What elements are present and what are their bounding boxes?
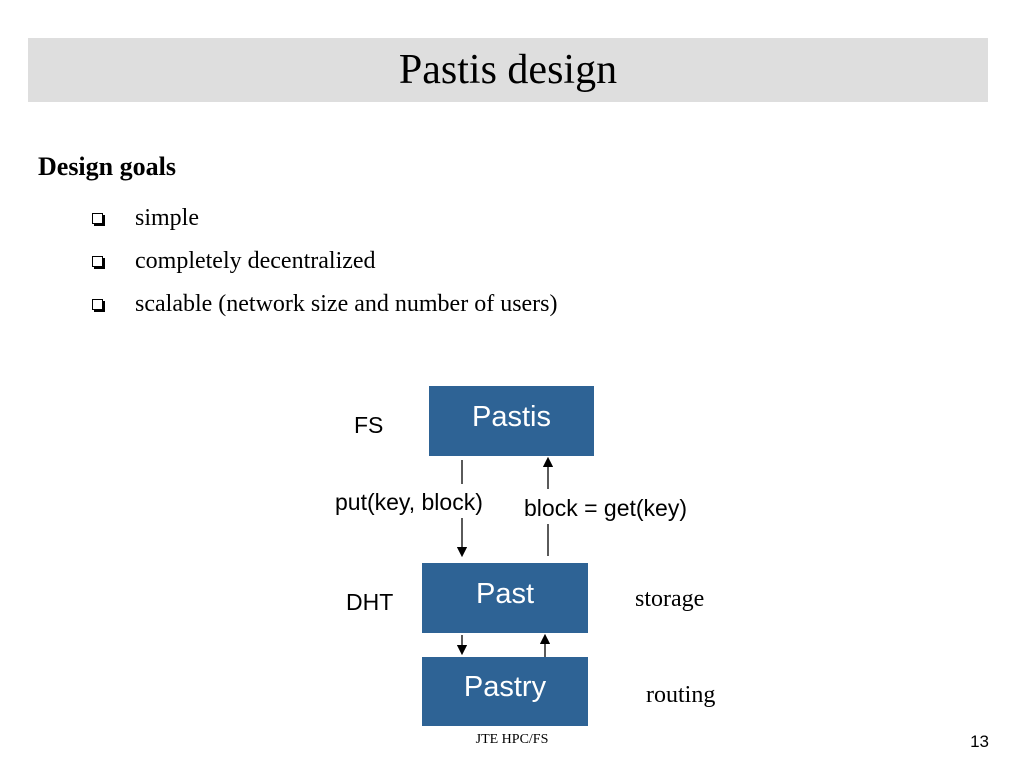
title-bar: Pastis design [28, 38, 988, 102]
fs-layer-label: FS [354, 412, 384, 438]
goal-text: scalable (network size and number of use… [135, 290, 558, 317]
dht-layer-label: DHT [346, 589, 394, 615]
slide-title: Pastis design [398, 47, 618, 93]
square-bullet-icon [92, 256, 103, 267]
section-heading: Design goals [38, 152, 176, 181]
put-call-label: put(key, block) [335, 489, 483, 515]
goal-text: completely decentralized [135, 247, 376, 274]
pastry-box: Pastry [422, 657, 588, 726]
routing-note: routing [646, 682, 716, 708]
pastis-box: Pastis [429, 386, 594, 456]
page-number: 13 [970, 732, 989, 751]
past-box: Past [422, 563, 588, 633]
list-item: simple [92, 196, 558, 239]
list-item: scalable (network size and number of use… [92, 282, 558, 325]
square-bullet-icon [92, 213, 103, 224]
square-bullet-icon [92, 299, 103, 310]
get-call-label: block = get(key) [524, 495, 687, 521]
footer-text: JTE HPC/FS [475, 732, 549, 747]
storage-note: storage [635, 586, 705, 612]
goals-list: simple completely decentralized scalable… [92, 196, 558, 325]
goal-text: simple [135, 204, 199, 231]
list-item: completely decentralized [92, 239, 558, 282]
